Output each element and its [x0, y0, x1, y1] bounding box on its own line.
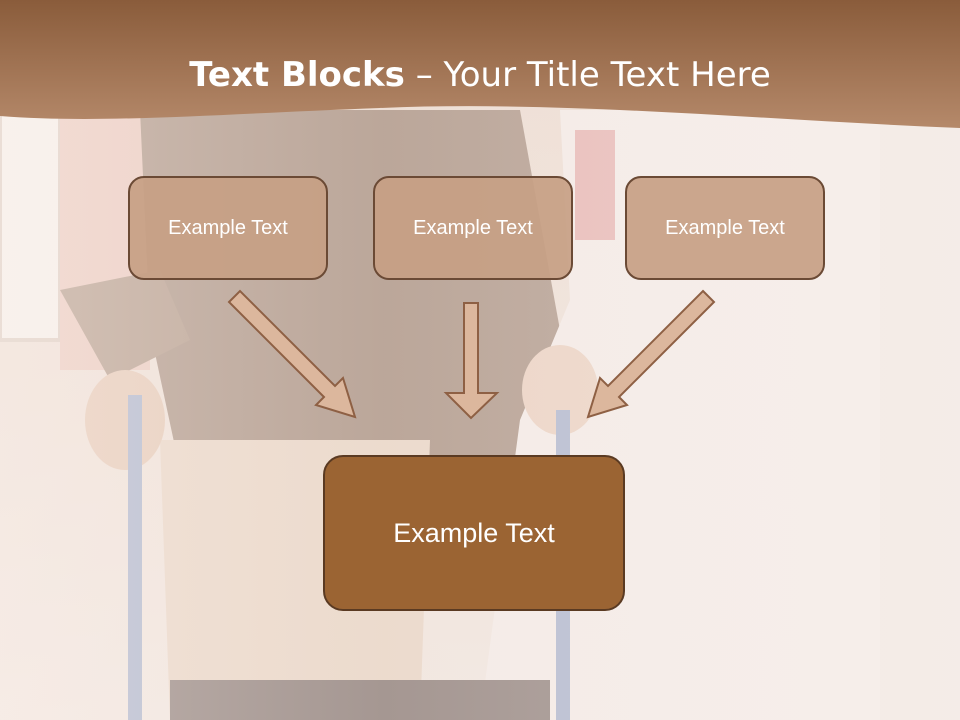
arrow-left-to-center [227, 289, 357, 419]
text-block-1: Example Text [128, 176, 328, 280]
text-block-main: Example Text [323, 455, 625, 611]
title-bold-part: Text Blocks [189, 55, 405, 95]
slide-title: Text Blocks – Your Title Text Here [0, 52, 960, 98]
arrow-middle-down [443, 302, 500, 420]
title-regular-part: – Your Title Text Here [404, 55, 771, 95]
text-block-2: Example Text [373, 176, 573, 280]
header-band [0, 0, 960, 128]
text-block-3: Example Text [625, 176, 825, 280]
arrow-right-to-center [586, 289, 716, 419]
